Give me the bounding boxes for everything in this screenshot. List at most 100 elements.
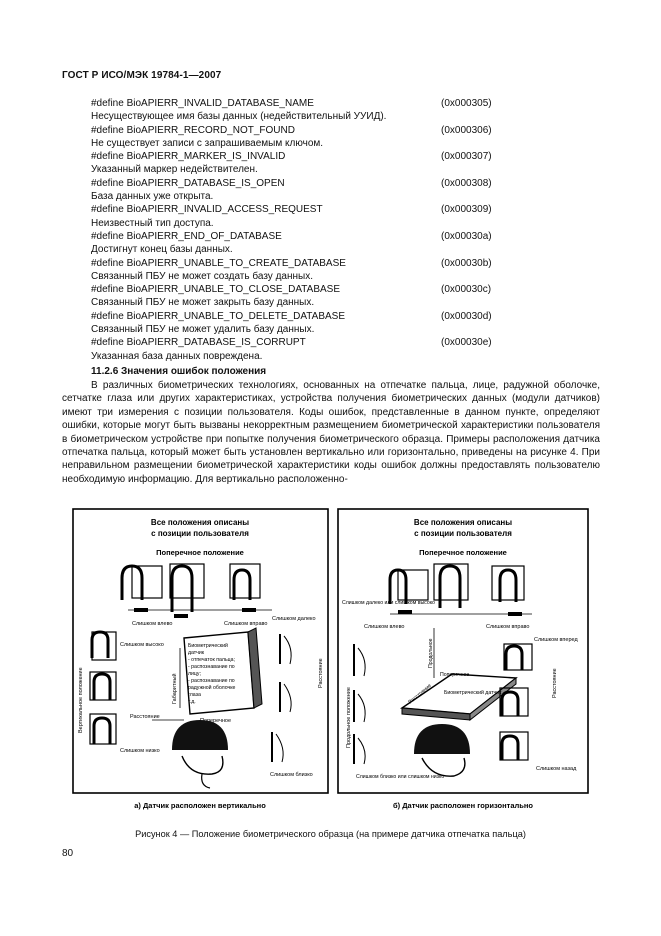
error-description: Связанный ПБУ не может создать базу данн…: [91, 270, 313, 282]
panel-a-frame: [72, 508, 329, 794]
error-define-row: #define BioAPIERR_INVALID_DATABASE_NAME (…: [91, 97, 601, 110]
error-code: (0x000306): [441, 124, 492, 136]
error-description: Связанный ПБУ не может закрыть базу данн…: [91, 297, 315, 309]
user-head-b: [414, 724, 470, 777]
sensor-text-6: радужной оболочке: [188, 684, 236, 691]
error-description: Указанная база данных повреждена.: [91, 350, 263, 362]
error-define-row: #define BioAPIERR_END_OF_DATABASE(0x0003…: [91, 230, 601, 243]
panel-a: Все положения описаны с позиции пользова…: [72, 508, 329, 810]
sensor-finger-b-fwd: [503, 643, 533, 671]
sensor-text-2: - отпечаток пальца;: [188, 657, 235, 663]
error-code: (0x000307): [441, 151, 492, 163]
error-define: #define BioAPIERR_MARKER_IS_INVALID: [91, 151, 286, 163]
error-description: Неизвестный тип доступа.: [91, 217, 214, 229]
figure-caption: Рисунок 4 — Положение биометрического об…: [135, 829, 526, 839]
error-code: (0x00030d): [441, 310, 492, 322]
label-b-too-back: Слишком назад: [536, 766, 577, 772]
panel-a-title1: Все положения описаны: [151, 518, 249, 527]
label-too-high: Слишком высоко: [120, 642, 164, 648]
page-number: 80: [62, 848, 74, 859]
error-description: База данных уже открыта.: [91, 191, 214, 203]
label-vertical: Вертикальное положение: [78, 667, 84, 733]
page-header: ГОСТ Р ИСО/МЭК 19784-1—2007: [62, 70, 222, 81]
error-description: Достигнут конец базы данных.: [91, 244, 233, 256]
sensor-finger-low: [89, 713, 117, 745]
sensor-finger-b-mid: [499, 687, 529, 717]
error-define: #define BioAPIERR_INVALID_DATABASE_NAME: [91, 98, 314, 109]
error-define-row: #define BioAPIERR_DATABASE_IS_OPEN (0x000…: [91, 177, 601, 190]
label-too-left: Слишком влево: [132, 621, 173, 627]
panel-a-caption: а) Датчик расположен вертикально: [134, 801, 266, 810]
error-define-row: #define BioAPIERR_RECORD_NOT_FOUND (0x000…: [91, 124, 601, 137]
finger-b-side-2: [353, 690, 366, 723]
panel-b-caption: б) Датчик расположен горизонтально: [393, 801, 533, 810]
error-code: (0x000309): [441, 204, 492, 216]
label-b-too-far: Слишком далеко или слишком высоко: [342, 600, 435, 606]
sensor-text-8: т.д.: [188, 699, 196, 705]
panel-b-frame: [337, 508, 589, 794]
label-b-too-right: Слишком вправо: [486, 624, 529, 630]
finger-side-2: [279, 682, 292, 713]
panel-b-title1: Все положения описаны: [414, 518, 512, 527]
panel-b-cross-title: Поперечное положение: [419, 548, 507, 557]
finger-side-3: [271, 732, 284, 763]
label-b-too-forward: Слишком вперед: [534, 637, 578, 643]
sensor-finger-b-right: [491, 565, 525, 616]
paragraph-text: В различных биометрических технологиях, …: [62, 380, 600, 485]
label-depth: Расстояние: [318, 658, 324, 688]
panel-b: Все положения описаны с позиции пользова…: [337, 508, 589, 810]
error-define: #define BioAPIERR_UNABLE_TO_CREATE_DATAB…: [91, 257, 346, 269]
error-define-row: #define BioAPIERR_MARKER_IS_INVALID (0x00…: [91, 150, 601, 163]
sensor-finger-left: [120, 564, 163, 612]
sensor-finger-mid: [89, 671, 117, 701]
panel-a-title2: с позиции пользователя: [151, 529, 249, 538]
error-define: #define BioAPIERR_UNABLE_TO_DELETE_DATAB…: [91, 310, 346, 322]
error-define-row: #define BioAPIERR_UNABLE_TO_CREATE_DATAB…: [91, 257, 601, 270]
sensor-finger-right: [229, 563, 261, 612]
label-height: Габаритный: [171, 673, 178, 704]
error-define: #define BioAPIERR_DATABASE_IS_CORRUPT: [91, 337, 306, 349]
error-description: Указанный маркер недействителен.: [91, 164, 258, 176]
label-b-longitudinal: Продольное положение: [346, 687, 352, 748]
error-define: #define BioAPIERR_DATABASE_IS_OPEN: [91, 177, 285, 189]
error-description: Связанный ПБУ не может удалить базу данн…: [91, 324, 315, 336]
error-define-row: #define BioAPIERR_DATABASE_IS_CORRUPT (0x…: [91, 336, 601, 349]
label-too-low: Слишком низко: [120, 748, 160, 754]
section-title: 11.2.6 Значения ошибок положения: [91, 366, 267, 377]
sensor-finger-b-left: [388, 568, 429, 614]
sensor-finger-high: [90, 630, 117, 661]
sensor-text-0: Биометрический: [188, 642, 228, 649]
error-define: #define BioAPIERR_INVALID_ACCESS_REQUEST: [91, 204, 323, 216]
finger-side-1: [279, 634, 292, 665]
error-define-row: #define BioAPIERR_INVALID_ACCESS_REQUEST…: [91, 203, 601, 216]
error-code: (0x00030c): [441, 284, 492, 296]
error-code: (0x000308): [441, 177, 492, 189]
label-b-across: Поперечное: [440, 672, 469, 678]
error-code: (0x00030b): [441, 257, 492, 269]
sensor-text-4: лицу;: [188, 671, 201, 677]
user-head: [172, 720, 228, 789]
panel-b-title2: с позиции пользователя: [414, 529, 512, 538]
figure-4-illustration: Все положения описаны с позиции пользова…: [72, 508, 589, 810]
sensor-finger-center: [169, 563, 205, 618]
label-b-sensor: Биометрический датчик: [444, 689, 502, 696]
error-code: (0x00030e): [441, 337, 492, 349]
label-b-too-close: Слишком близко или слишком низко: [356, 774, 444, 780]
label-too-close: Слишком близко: [270, 772, 313, 778]
error-description: Не существует записи с запрашиваемым клю…: [91, 137, 324, 149]
label-b-too-left: Слишком влево: [364, 624, 405, 630]
error-code-list: #define BioAPIERR_INVALID_DATABASE_NAME (…: [91, 97, 601, 363]
error-define: #define BioAPIERR_UNABLE_TO_CLOSE_DATABA…: [91, 284, 341, 296]
body-paragraph: В различных биометрических технологиях, …: [62, 379, 600, 486]
error-code: (0x000305): [441, 98, 492, 109]
sensor-text-1: датчик: [188, 650, 205, 656]
error-define-row: #define BioAPIERR_UNABLE_TO_DELETE_DATAB…: [91, 310, 601, 323]
error-define-row: #define BioAPIERR_UNABLE_TO_CLOSE_DATABA…: [91, 283, 601, 296]
label-too-right: Слишком вправо: [224, 621, 267, 627]
sensor-finger-b-center: [433, 563, 469, 608]
finger-b-side-1: [353, 644, 366, 677]
error-description: Несуществующее имя базы данных (недейств…: [91, 111, 387, 123]
sensor-text-5: - распознавание по: [188, 678, 235, 684]
error-define: #define BioAPIERR_RECORD_NOT_FOUND: [91, 124, 295, 136]
error-define: #define BioAPIERR_END_OF_DATABASE: [91, 230, 282, 242]
